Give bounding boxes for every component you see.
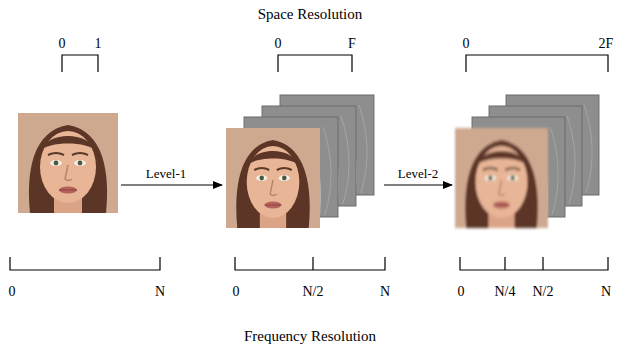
- tick-label: 0: [463, 37, 470, 51]
- tick-label: 1: [95, 37, 102, 51]
- tick-label: 0: [275, 37, 282, 51]
- tick-label: N/2: [533, 285, 554, 299]
- frequency-bracket: [10, 257, 160, 270]
- tick-label: 2F: [599, 37, 614, 51]
- tick-label: 0: [458, 285, 465, 299]
- space-bracket: [466, 55, 608, 72]
- face-approximation: [455, 128, 548, 228]
- face-approximation: [226, 128, 320, 228]
- level-arrow: [121, 184, 222, 185]
- level-arrow: [384, 184, 452, 185]
- tick-label: F: [348, 37, 356, 51]
- arrow-label: Level-2: [398, 167, 438, 180]
- axis-title: Space Resolution: [258, 7, 363, 22]
- tick-label: N: [380, 285, 390, 299]
- space-bracket: [62, 55, 98, 72]
- tick-label: N: [601, 285, 611, 299]
- tick-label: 0: [9, 285, 16, 299]
- axis-title: Frequency Resolution: [244, 329, 376, 344]
- tick-label: 0: [59, 37, 66, 51]
- frequency-bracket: [235, 257, 385, 270]
- arrow-label: Level-1: [146, 167, 186, 180]
- tick-label: N/2: [303, 285, 324, 299]
- face-image: [18, 113, 118, 213]
- tick-label: N/4: [495, 285, 516, 299]
- tick-label: N: [155, 285, 165, 299]
- tick-label: 0: [233, 285, 240, 299]
- space-bracket: [278, 55, 352, 72]
- frequency-bracket: [460, 257, 608, 270]
